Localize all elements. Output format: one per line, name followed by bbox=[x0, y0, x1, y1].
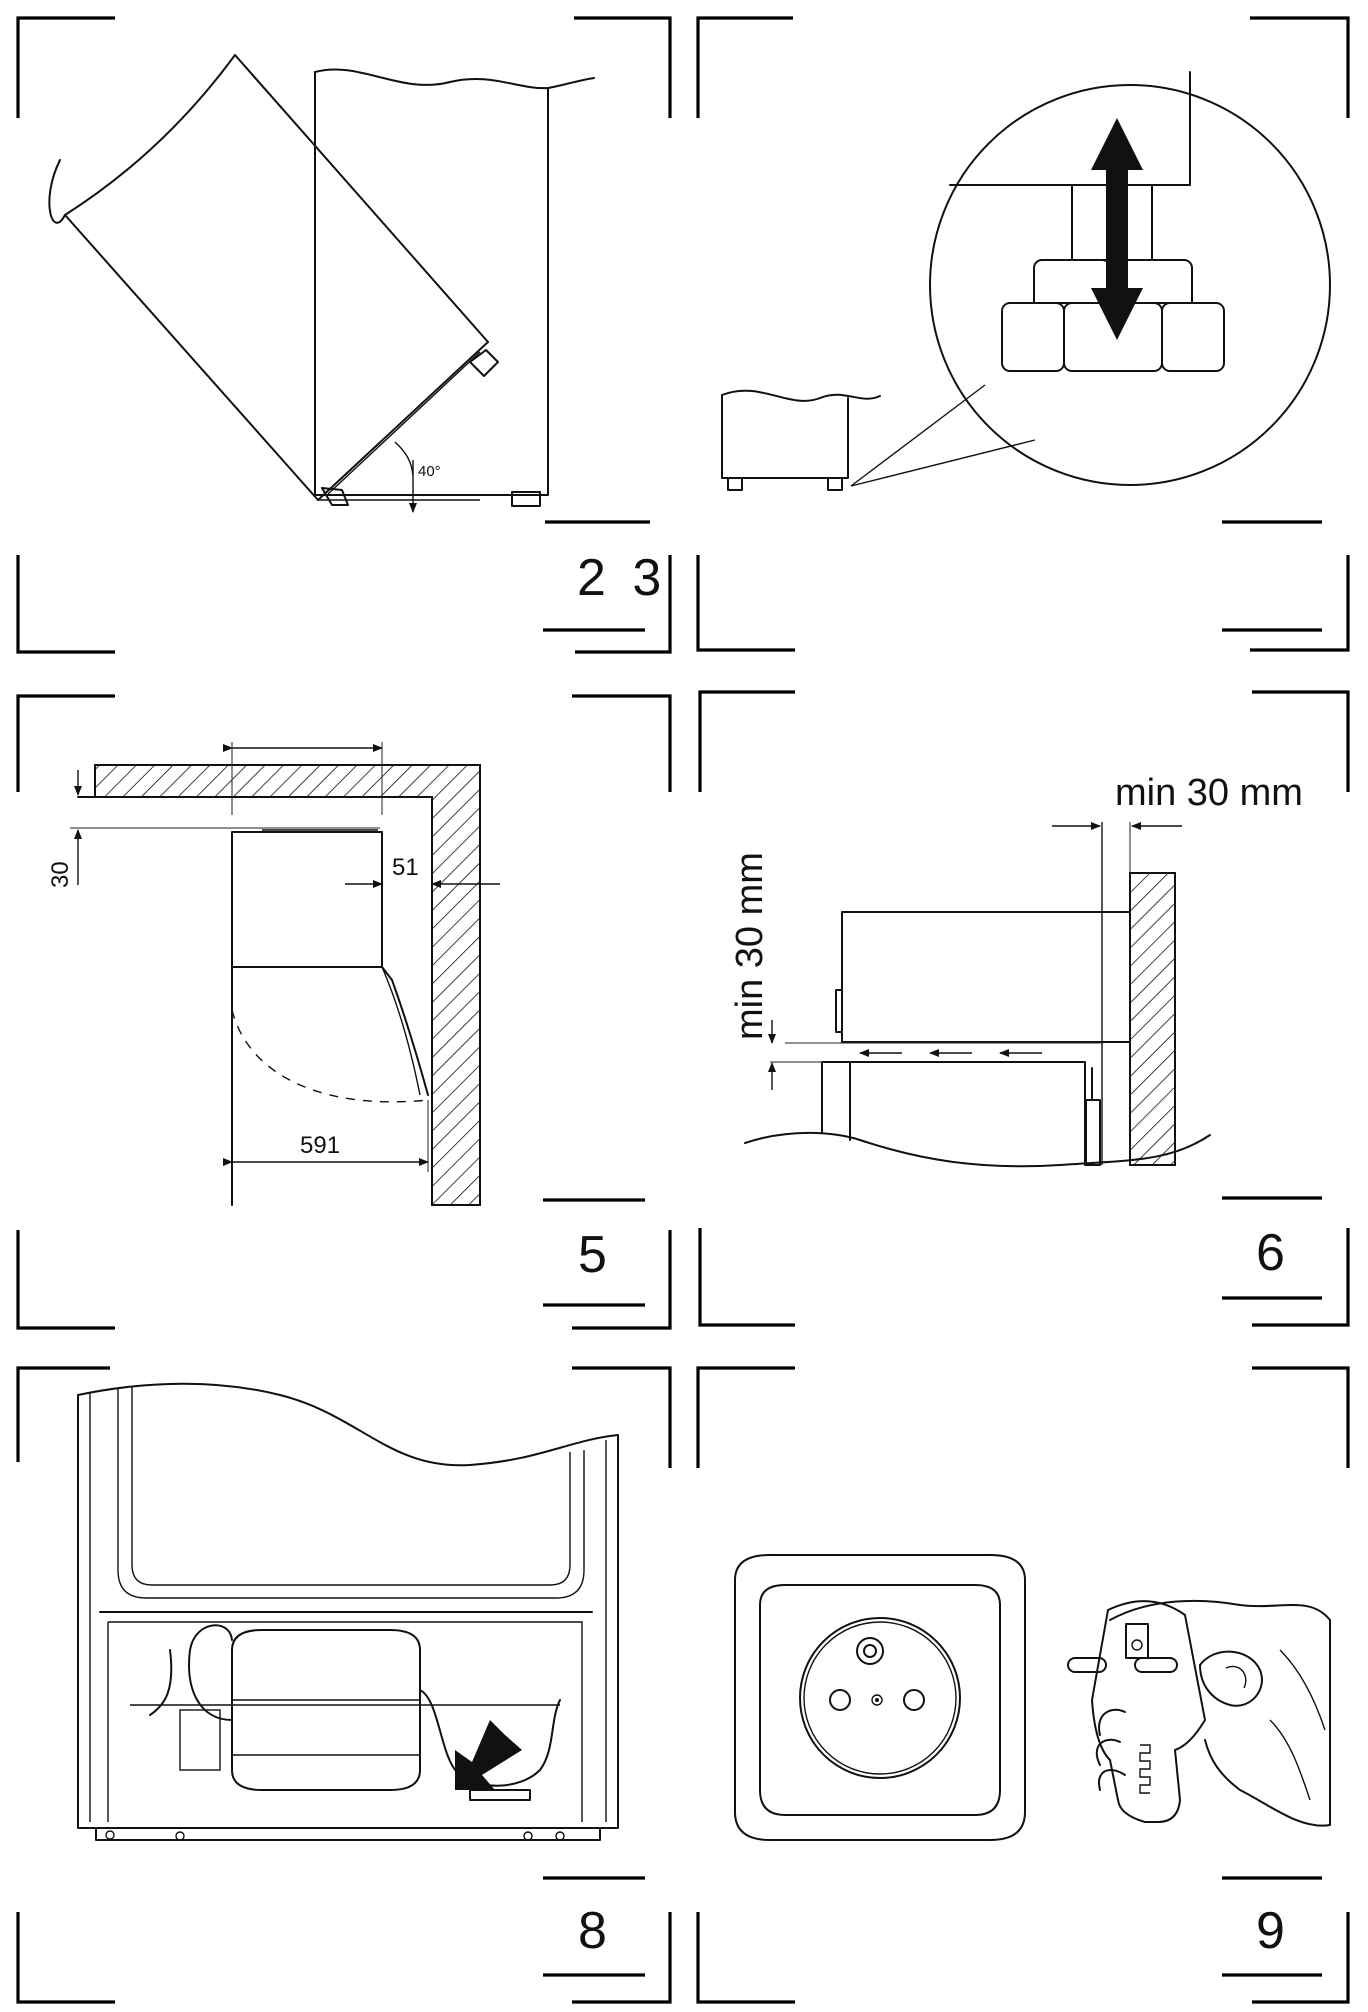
compressor-rear-illustration bbox=[77, 1382, 619, 1841]
dim-door-gap: 51 bbox=[392, 854, 419, 881]
socket-icon bbox=[734, 1554, 1026, 1841]
magnifier-callout bbox=[850, 71, 1331, 487]
panel-adjustable-feet bbox=[696, 16, 1350, 652]
double-arrow-icon bbox=[1091, 118, 1143, 340]
arrow-icon bbox=[455, 1720, 522, 1790]
plug-icon bbox=[1067, 1600, 1206, 1823]
dim-top-clearance: 30 bbox=[47, 861, 74, 888]
ventilation-clearance-illustration: min 30 mm min 30 mm bbox=[729, 772, 1303, 1168]
crop-marks bbox=[696, 1366, 1350, 2004]
crop-marks bbox=[16, 1366, 672, 2004]
label-rear-gap: min 30 mm bbox=[1115, 772, 1303, 814]
dim-depth: 591 bbox=[300, 1132, 340, 1159]
panel-5: 30 51 591 5 bbox=[16, 694, 672, 1330]
crop-marks bbox=[16, 16, 672, 654]
hand-icon bbox=[1095, 1599, 1331, 1827]
label-bottom-gap: min 30 mm bbox=[729, 852, 771, 1040]
panel-6: min 30 mm min 30 mm 6 bbox=[698, 690, 1350, 1327]
tilted-fridge-illustration: 40° bbox=[48, 54, 595, 513]
figure-number: 9 bbox=[1256, 1902, 1285, 1960]
figure-number: 8 bbox=[578, 1902, 607, 1960]
figure-number: 6 bbox=[1256, 1224, 1285, 1282]
figure-number: 2 3 bbox=[577, 549, 667, 607]
crop-marks bbox=[16, 694, 672, 1330]
crop-marks bbox=[696, 16, 1350, 652]
niche-plan-illustration: 30 51 591 bbox=[47, 742, 500, 1206]
figure-number: 5 bbox=[578, 1226, 607, 1284]
panel-8: 8 bbox=[16, 1366, 672, 2004]
angle-label: 40° bbox=[418, 463, 441, 480]
panel-2-3: 40° 2 3 bbox=[16, 16, 672, 654]
fridge-base-illustration bbox=[721, 389, 881, 491]
panel-9: 9 bbox=[696, 1366, 1350, 2004]
crop-marks bbox=[698, 690, 1350, 1327]
